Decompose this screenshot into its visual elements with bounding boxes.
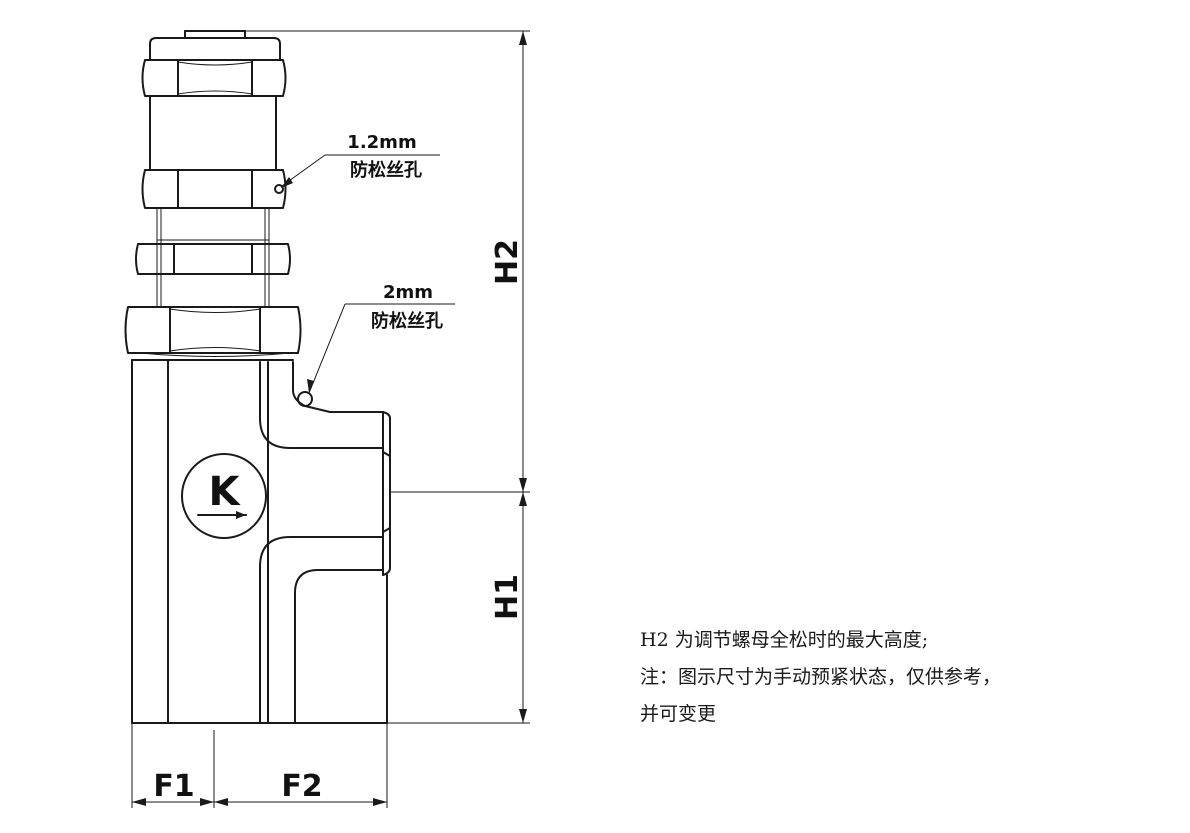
top-cap (149, 30, 281, 61)
upper-hex-nut (141, 59, 287, 97)
note-line-2: 注：图示尺寸为手动预紧状态，仅供参考， (640, 666, 1002, 688)
lock-nut (141, 169, 287, 209)
note-line-1: H2 为调节螺母全松时的最大高度; (640, 629, 929, 651)
notes-block: H2 为调节螺母全松时的最大高度; 注：图示尺寸为手动预紧状态，仅供参考， 并可… (640, 622, 1160, 733)
body-hex-nut (124, 306, 302, 357)
dimension-f: F1 F2 (131, 723, 388, 808)
dimension-h: H2 H1 (245, 30, 530, 724)
k-mark: K (181, 453, 267, 539)
hole-large-label: 防松丝孔 (371, 310, 443, 332)
tee-body (131, 359, 391, 724)
dim-f2-label: F2 (281, 769, 322, 804)
hole-small-label: 防松丝孔 (350, 159, 422, 181)
dim-h2-label: H2 (490, 239, 525, 285)
adjusting-nut (135, 243, 291, 275)
hole-large-size: 2mm (383, 282, 433, 303)
leader-small-hole: 1.2mm 防松丝孔 (281, 132, 440, 188)
hole-small-size: 1.2mm (347, 132, 416, 153)
upper-cylinder (149, 95, 277, 171)
leader-large-hole: 2mm 防松丝孔 (307, 282, 455, 394)
threaded-shaft (156, 208, 270, 307)
note-line-3: 并可变更 (640, 703, 717, 725)
dim-f1-label: F1 (153, 769, 194, 804)
dim-h1-label: H1 (490, 574, 525, 620)
k-mark-letter: K (209, 469, 242, 515)
